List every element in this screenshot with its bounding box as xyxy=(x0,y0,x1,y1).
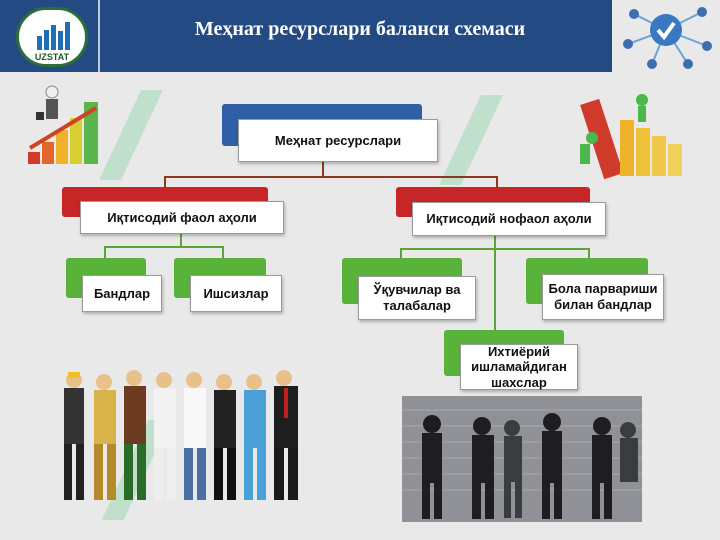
connector-line xyxy=(496,176,498,188)
node-students: Ўқувчилар ва талабалар xyxy=(358,276,476,320)
node-childcare: Бола парвариши билан бандлар xyxy=(542,274,664,320)
logo-text: UZSTAT xyxy=(34,52,70,62)
uzstat-logo: UZSTAT xyxy=(16,7,88,67)
connector-line xyxy=(322,162,324,176)
workers-group-image xyxy=(64,370,298,500)
header-bar xyxy=(0,0,612,72)
node-voluntary-nonworking: Ихтиёрий ишламайдиган шахслар xyxy=(460,344,578,390)
connector-line xyxy=(400,248,402,258)
falling-chart-person-icon xyxy=(580,94,682,180)
node-labor-resources: Меҳнат ресурслари xyxy=(238,119,438,162)
node-economically-active: Иқтисодий фаол аҳоли xyxy=(80,201,284,234)
connector-line xyxy=(164,176,498,178)
watermark-stripe xyxy=(439,95,503,185)
connector-line xyxy=(164,176,166,188)
header-divider xyxy=(98,0,100,72)
silhouettes-wall-image xyxy=(402,396,642,522)
connector-line xyxy=(104,246,106,258)
logo-bars-icon xyxy=(37,22,70,50)
node-employed: Бандлар xyxy=(82,275,162,312)
connector-line xyxy=(222,246,224,258)
network-globe-icon xyxy=(623,7,712,69)
connector-line xyxy=(494,236,496,330)
connector-line xyxy=(400,248,590,250)
page-title: Меҳнат ресурслари баланси схемаси xyxy=(194,18,526,40)
connector-line xyxy=(180,234,182,246)
node-economically-inactive: Иқтисодий нофаол аҳоли xyxy=(412,202,606,236)
node-unemployed: Ишсизлар xyxy=(190,275,282,312)
growth-chart-person-icon xyxy=(28,85,98,164)
connector-line xyxy=(104,246,224,248)
connector-line xyxy=(588,248,590,258)
